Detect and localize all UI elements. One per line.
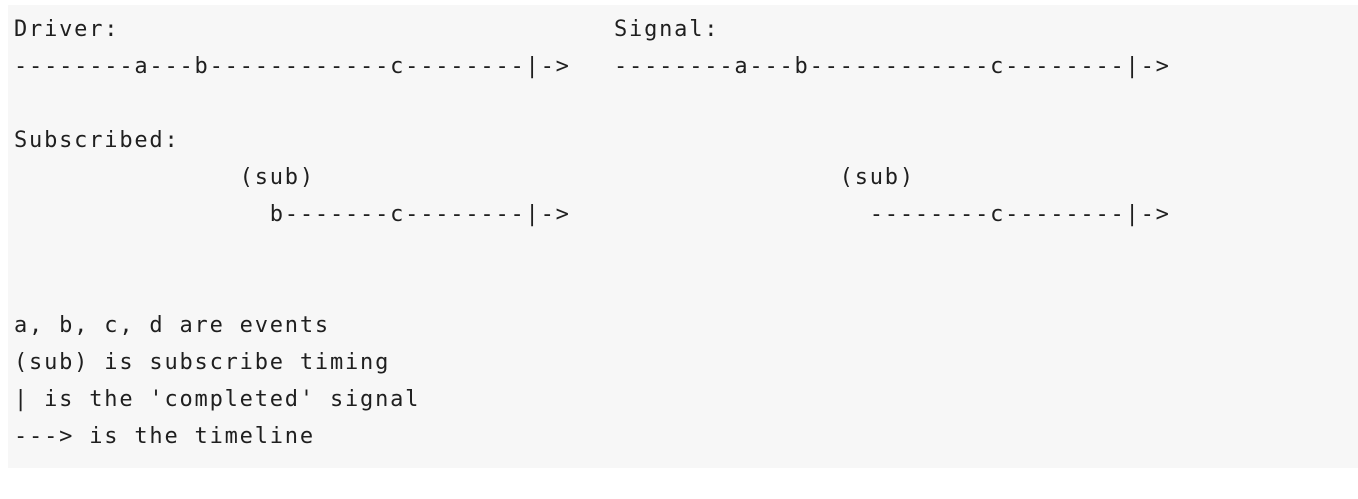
signal-label: Signal: (614, 17, 719, 42)
legend-completed-row: | is the 'completed' signal (14, 387, 1358, 424)
driver-label: Driver: (14, 17, 119, 42)
legend-events: a, b, c, d are events (14, 313, 330, 338)
spacer-row (14, 91, 1358, 128)
spacer-row (14, 239, 1358, 276)
legend-sub-row: (sub) is subscribe timing (14, 350, 1358, 387)
legend-sub: (sub) is subscribe timing (14, 350, 390, 375)
subscribed-label: Subscribed: (14, 128, 180, 153)
signal-sub-marker: (sub) (614, 165, 915, 190)
signal-timeline: --------a---b------------c--------|-> (614, 54, 1171, 79)
legend-completed: | is the 'completed' signal (14, 387, 420, 412)
driver-subscribed-timeline: b-------c--------|-> (14, 202, 571, 227)
driver-timeline: --------a---b------------c--------|-> (14, 54, 571, 79)
marble-diagram: Driver: Signal: --------a---b-----------… (14, 17, 1358, 461)
driver-sub-marker: (sub) (14, 165, 315, 190)
spacer-row (14, 276, 1358, 313)
subscribed-label-row: Subscribed: (14, 128, 1358, 165)
sub-markers-row: (sub) (sub) (14, 165, 1358, 202)
subscribed-timelines-row: b-------c--------|-> --------c--------|-… (14, 202, 1358, 239)
legend-events-row: a, b, c, d are events (14, 313, 1358, 350)
code-block: Driver: Signal: --------a---b-----------… (8, 5, 1358, 468)
labels-row: Driver: Signal: (14, 17, 1358, 54)
legend-timeline-row: ---> is the timeline (14, 424, 1358, 461)
source-timelines-row: --------a---b------------c--------|-> --… (14, 54, 1358, 91)
legend-timeline: ---> is the timeline (14, 424, 315, 449)
signal-subscribed-timeline: --------c--------|-> (614, 202, 1171, 227)
